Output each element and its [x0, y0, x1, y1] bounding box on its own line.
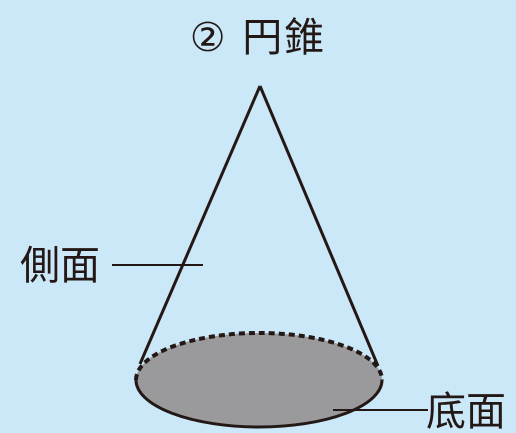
base-surface-label: 底面 [426, 389, 506, 433]
base-visible-edge [134, 379, 384, 429]
side-surface-label: 側面 [20, 243, 100, 289]
base-ellipse [136, 333, 382, 427]
cone-right-slant [258, 85, 380, 367]
cone-left-slant [138, 85, 262, 365]
diagram-title: ② 円錐 [189, 15, 327, 61]
base-hidden-edge [134, 331, 384, 381]
